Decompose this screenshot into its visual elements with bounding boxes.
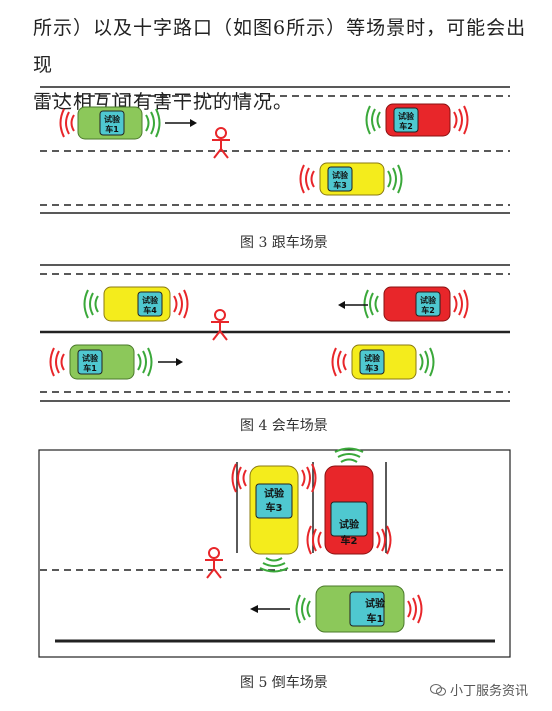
test-car-4: 试验 车4 [103,286,171,322]
radar-wave-icon [295,594,311,624]
pedestrian-icon [211,127,231,159]
car-label: 试验 [332,170,349,180]
test-car-1: 试验 车1 [69,344,135,380]
car-label: 车1 [105,124,119,134]
test-car-1: 试验 车1 [315,585,405,633]
radar-wave-icon [376,525,392,555]
radar-wave-icon [83,289,99,319]
radar-wave-icon [363,289,379,319]
car-label: 车1 [83,363,97,373]
car-label: 车2 [421,305,435,315]
car-label: 试验 [365,597,386,610]
figure-5-reversing: 试验 车3 试验 车2 试验 车1 [38,447,511,658]
radar-wave-icon [331,347,347,377]
test-car-1: 试验 车1 [77,106,143,140]
radar-wave-icon [299,164,315,194]
radar-wave-icon [59,108,75,138]
car-label: 试验 [398,111,415,121]
radar-wave-icon [453,289,469,319]
paragraph-line-1: 所示）以及十字路口（如图6所示）等场景时，可能会出现 [33,17,527,76]
car-label: 车3 [365,363,379,373]
radar-wave-icon [231,463,247,493]
radar-wave-icon [145,108,161,138]
pedestrian-icon [210,309,230,341]
watermark-text: 小丁服务资讯 [450,684,529,699]
radar-wave-icon [387,164,403,194]
watermark: 小丁服务资讯 [430,680,528,699]
radar-wave-icon [49,347,65,377]
radar-wave-icon [407,594,423,624]
car-label: 试验 [264,487,285,500]
test-car-3: 试验 车3 [249,465,299,555]
figure-frame [38,449,511,658]
figure-4-caption: 图 4 会车场景 [240,417,328,434]
test-car-3: 试验 车3 [319,162,385,196]
car-label: 试验 [364,353,381,363]
car-label: 车3 [266,501,283,514]
figure-3-caption: 图 3 跟车场景 [240,234,328,251]
figure-3-following: 试验 车1 试验 车2 试验 车3 [40,86,510,214]
car-label: 试验 [82,353,99,363]
car-label: 车3 [333,180,347,190]
car-label: 试验 [142,295,159,305]
test-car-3: 试验 车3 [351,344,417,380]
test-car-2: 试验 车2 [324,465,374,555]
car-label: 试验 [420,295,437,305]
radar-wave-icon [419,347,435,377]
test-car-2: 试验 车2 [385,103,451,137]
radar-wave-icon [137,347,153,377]
test-car-2: 试验 车2 [383,286,451,322]
radar-wave-icon [173,289,189,319]
car-label: 车2 [341,534,358,547]
figure-4-meeting: 试验 车4 试验 车2 试验 车1 [40,264,510,402]
wechat-icon [430,683,446,696]
pedestrian-icon [204,547,224,579]
car-label: 车2 [399,121,413,131]
car-label: 车4 [143,305,157,315]
car-label: 试验 [339,518,360,531]
radar-wave-icon [306,525,322,555]
radar-wave-icon [365,105,381,135]
car-label: 试验 [104,114,121,124]
figure-5-caption: 图 5 倒车场景 [240,674,328,691]
car-label: 车1 [367,612,384,625]
radar-wave-icon [453,105,469,135]
